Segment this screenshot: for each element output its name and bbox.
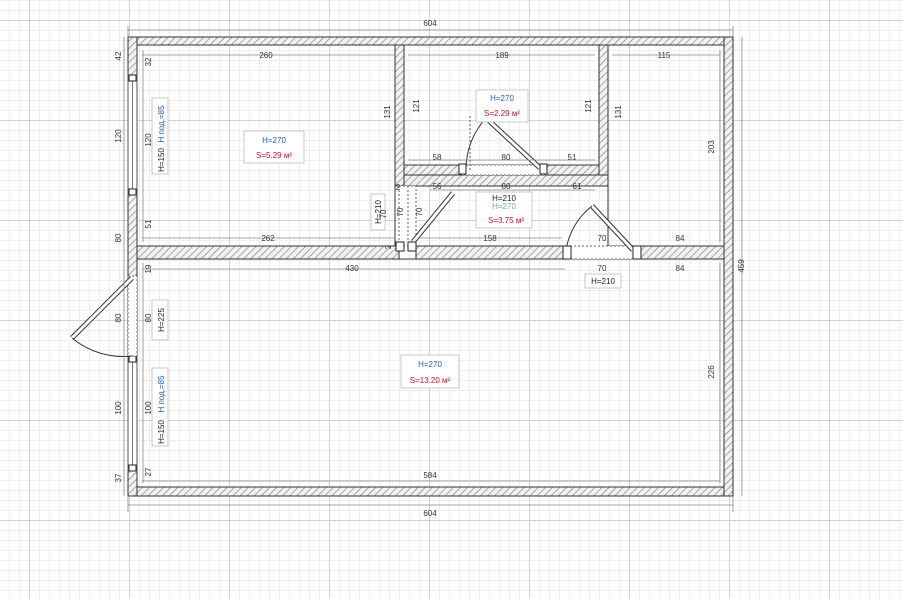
room-main-dim-left-d: 27: [144, 467, 153, 476]
right-door: [562, 204, 642, 260]
bath-dim-bottom-b: 80: [502, 153, 511, 162]
entrance-door: [70, 275, 138, 357]
room-top-left-label-box: [243, 130, 305, 164]
small-mark-top: 2: [396, 183, 401, 192]
overall-right-height: 459: [737, 259, 746, 273]
window-bottom-left-sill: H под.=85: [157, 375, 166, 413]
hall-dim-top-c: 61: [573, 182, 582, 191]
overall-top-width: 604: [423, 19, 437, 28]
window-top-left-tag: [151, 97, 169, 175]
window-bottom-left-tag: [151, 367, 169, 447]
right-door-width-bottom: 70: [598, 264, 607, 273]
small-mark-bottom: 2: [384, 244, 393, 249]
middle-wall-right: [636, 245, 725, 260]
bath-area: S=2.29 м²: [484, 109, 520, 118]
room-top-right-dim-left: 131: [614, 105, 623, 119]
room-top-left-dim-left-c: 51: [144, 219, 153, 228]
room-main-area: S=13.20 м²: [410, 376, 451, 385]
room-top-left-dim-right: 131: [383, 105, 392, 119]
hall-door-label: H=210: [492, 194, 516, 203]
inner-door-left: [395, 185, 455, 252]
hall-dim-top-a: 56: [433, 182, 442, 191]
hall-dim-left: 70: [379, 209, 388, 218]
room-main-height: H=270: [418, 360, 442, 369]
middle-wall-left: [136, 245, 400, 260]
right-door-width-top: 70: [598, 234, 607, 243]
outer-left-f: 37: [114, 473, 123, 482]
bath-height: H=270: [490, 94, 514, 103]
bath-dim-top: 189: [495, 51, 509, 60]
right-door-height: H=210: [591, 277, 615, 286]
hall-dim-bottom: 158: [483, 234, 497, 243]
room-main-dim-left-b: 80: [144, 313, 153, 322]
inner-door-left-width: 70: [396, 207, 405, 216]
right-door-side-top: 84: [676, 234, 685, 243]
bath-dim-bottom-c: 51: [568, 153, 577, 162]
hall-height: H=270: [492, 202, 516, 211]
walls: [127, 36, 734, 497]
outer-left-e: 100: [114, 401, 123, 415]
right-door-tag: [584, 273, 622, 289]
window-top-left-height: H=150: [157, 148, 166, 172]
room-main-dim-right: 226: [707, 365, 716, 379]
inner-door-left-height: H=210: [374, 200, 383, 224]
hall-area: S=3.75 м²: [488, 216, 524, 225]
room-top-left-dim-bottom: 262: [261, 234, 275, 243]
room-main-dim-top: 430: [345, 264, 359, 273]
room-main-dim-left-a: 19: [144, 264, 153, 273]
room-main-label-box: [400, 354, 460, 389]
room-main-dim-bottom: 584: [423, 471, 437, 480]
room-top-left-height: H=270: [262, 136, 286, 145]
partition-wall-left-room: [394, 44, 405, 187]
window-top-left-sill: H под.=85: [157, 105, 166, 143]
outer-left-c: 80: [114, 233, 123, 242]
bath-door: [458, 116, 548, 176]
outer-wall-bottom: [127, 486, 734, 497]
outer-wall-right: [723, 36, 734, 497]
outer-left-b: 120: [114, 129, 123, 143]
room-top-left-dim-left-b: 120: [144, 133, 153, 147]
room-top-left-area: S=5.29 м²: [256, 151, 292, 160]
outer-wall-top: [127, 36, 734, 46]
room-bath-label-box: [475, 89, 529, 123]
window-bottom-left: [127, 355, 138, 472]
bath-bottom-wall-left: [403, 164, 463, 176]
room-top-right-dim-right: 203: [707, 140, 716, 154]
hall-label-box: [475, 191, 533, 229]
hall-dim-top-b: 80: [502, 182, 511, 191]
outer-left-d: 80: [114, 313, 123, 322]
entrance-door-height: H=225: [157, 308, 166, 332]
middle-wall-center: [415, 245, 567, 260]
inner-door-left-tag: [370, 193, 386, 231]
room-top-right-outline: [607, 44, 725, 247]
bath-dim-right: 121: [584, 99, 593, 113]
right-door-side-bottom: 84: [676, 264, 685, 273]
room-top-left-dim-left-a: 32: [144, 57, 153, 66]
window-top-left: [127, 74, 138, 196]
entrance-door-tag: [151, 299, 169, 341]
window-bottom-left-height: H=150: [157, 420, 166, 444]
room-top-left-dim-top: 260: [259, 51, 273, 60]
room-main-dim-left-c: 100: [144, 401, 153, 415]
hall-dim-door: 70: [415, 207, 424, 216]
dimension-lines: [123, 26, 743, 512]
bath-dim-bottom-a: 58: [433, 153, 442, 162]
overall-bottom-width: 604: [423, 509, 437, 518]
outer-left-a: 42: [114, 51, 123, 60]
partition-wall-bath-right: [598, 44, 609, 187]
bath-bottom-wall-right: [546, 164, 600, 176]
room-top-right-dim-top: 115: [658, 51, 671, 60]
bath-dim-left: 121: [412, 99, 421, 113]
